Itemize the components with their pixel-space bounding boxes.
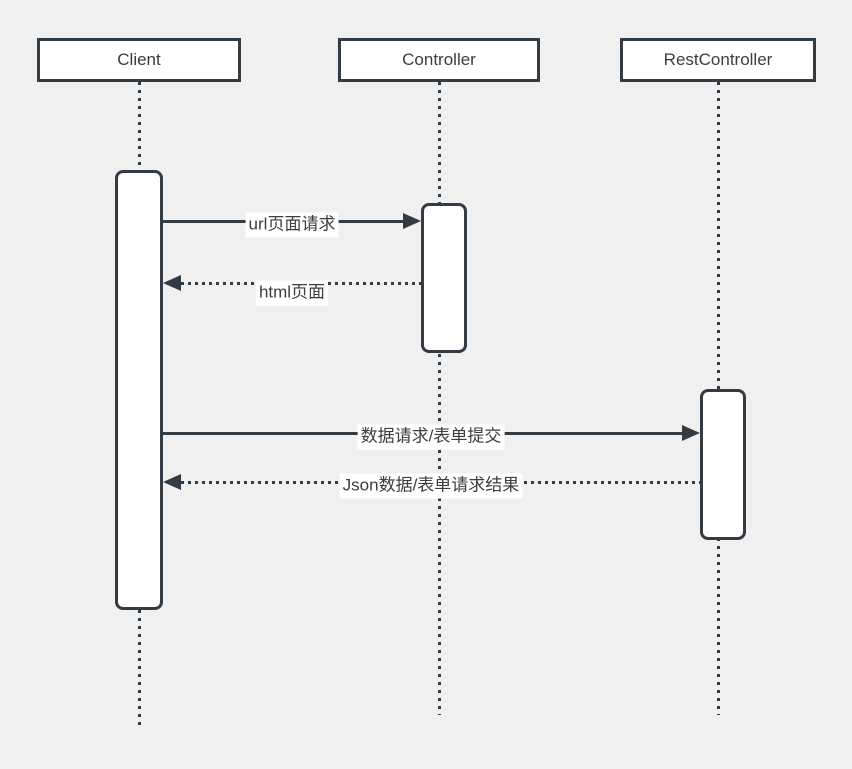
lifeline-controller — [438, 82, 441, 715]
arrowhead-left-icon — [163, 275, 181, 291]
activation-controller — [421, 203, 467, 353]
message-label-data-request: 数据请求/表单提交 — [357, 424, 505, 450]
actor-restcontroller: RestController — [620, 38, 816, 82]
actor-controller: Controller — [338, 38, 540, 82]
arrowhead-left-icon — [163, 474, 181, 490]
activation-client — [115, 170, 163, 610]
message-label-html-page: html页面 — [255, 280, 329, 306]
message-label-url-request: url页面请求 — [245, 212, 339, 238]
actor-label: Controller — [402, 50, 476, 69]
arrowhead-right-icon — [403, 213, 421, 229]
actor-label: Client — [117, 50, 161, 69]
arrowhead-right-icon — [682, 425, 700, 441]
message-label-json-result: Json数据/表单请求结果 — [339, 473, 523, 499]
actor-label: RestController — [663, 50, 773, 69]
actor-client: Client — [37, 38, 241, 82]
activation-restcontroller — [700, 389, 746, 540]
